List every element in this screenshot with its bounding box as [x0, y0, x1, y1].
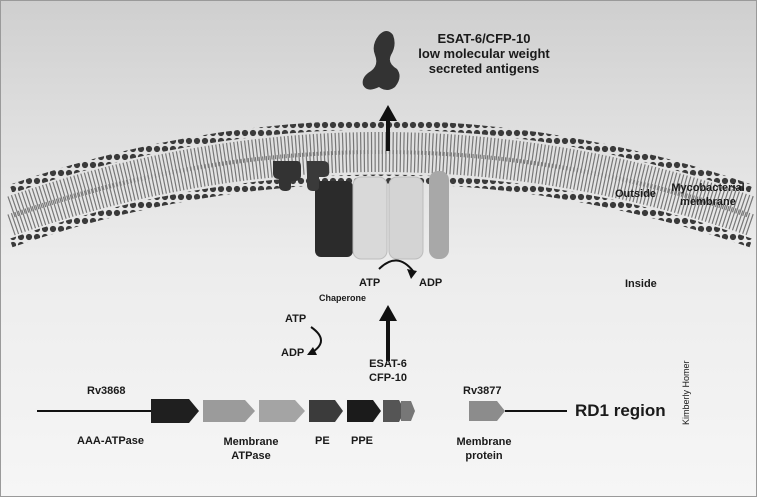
esat6-cfp10-antigen-shape: [363, 31, 400, 90]
membrane-atpase-line-1: Membrane: [215, 435, 287, 449]
esat6-gene-line: ESAT-6: [361, 357, 415, 371]
secreted-line-1: ESAT-6/CFP-10: [414, 31, 554, 46]
secreted-line-3: secreted antigens: [414, 61, 554, 76]
outside-label: Outside: [615, 188, 656, 200]
esat6-cfp10-gene-label: ESAT-6 CFP-10: [361, 357, 415, 385]
gene-pe: [309, 400, 343, 422]
rv3868-label: Rv3868: [87, 385, 126, 397]
secreted-line-2: low molecular weight: [414, 46, 554, 61]
atp-label-1: ATP: [359, 277, 380, 289]
adp-label-1: ADP: [419, 277, 442, 289]
gene-rv3877: [469, 401, 505, 421]
membrane-protein-line-2: protein: [449, 449, 519, 463]
aaa-atpase-label: AAA-ATPase: [77, 435, 144, 447]
chaperone-label: Chaperone: [319, 293, 366, 303]
gene-ppe: [347, 400, 381, 422]
secreted-antigens-label: ESAT-6/CFP-10 low molecular weight secre…: [414, 31, 554, 76]
gene-cfp10: [401, 401, 415, 421]
secretion-arrowhead: [379, 105, 397, 121]
membrane-protein-label: Membrane protein: [449, 435, 519, 463]
membrane-protein-line-1: Membrane: [449, 435, 519, 449]
ppe-label: PPE: [351, 435, 373, 447]
dark-transporter-protein: [315, 181, 353, 257]
pe-label: PE: [315, 435, 330, 447]
gene-map: [37, 399, 567, 423]
pore-protein-1: [353, 177, 387, 259]
membrane-name-line-2: membrane: [665, 195, 751, 209]
pore-protein-2: [389, 177, 423, 259]
membrane-atpase-line-2: ATPase: [215, 449, 287, 463]
transport-arrowhead: [379, 305, 397, 321]
illustrator-credit: Kimberly Homer: [681, 305, 691, 425]
adp-label-2: ADP: [281, 347, 304, 359]
atp-label-2: ATP: [285, 313, 306, 325]
mycobacterial-membrane-label: Mycobacterial membrane: [665, 181, 751, 209]
membrane-atpase-label: Membrane ATPase: [215, 435, 287, 463]
membrane-name-line-1: Mycobacterial: [665, 181, 751, 195]
gene-membrane-atpase-1: [203, 400, 255, 422]
gene-aaa-atpase: [151, 399, 199, 423]
inside-label: Inside: [625, 278, 657, 290]
rd1-region-label: RD1 region: [575, 401, 666, 421]
gene-membrane-atpase-2: [259, 400, 305, 422]
cfp10-gene-line: CFP-10: [361, 371, 415, 385]
membrane-anchor-protein: [429, 171, 449, 259]
rv3877-label: Rv3877: [463, 385, 502, 397]
